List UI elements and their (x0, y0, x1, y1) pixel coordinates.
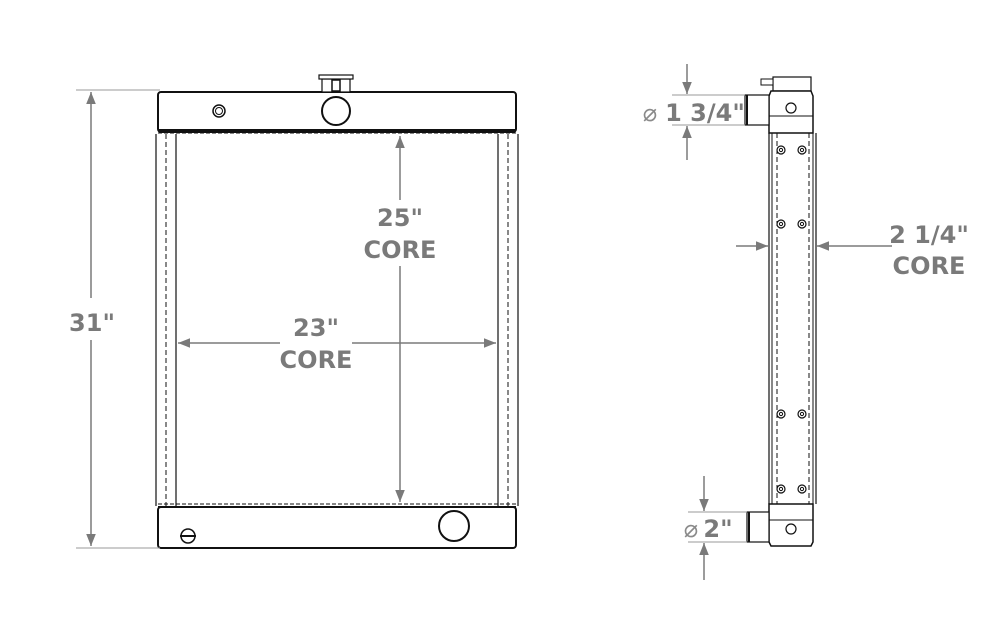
diameter-symbol-icon: ⌀ (684, 515, 698, 543)
overall-height-label: 31" (69, 309, 115, 337)
outlet-diameter-dimension: ⌀ 2" (684, 476, 747, 580)
drain-plug-icon (180, 528, 196, 544)
outlet-port-icon (438, 510, 470, 542)
inlet-diameter-dimension: ⌀ 1 3/4" (643, 64, 745, 160)
front-view: 31" 25" CORE 23" CORE (69, 74, 519, 549)
core-width-dimension: 23" CORE (178, 314, 496, 374)
core-width-label: CORE (280, 346, 353, 374)
left-side-rail (155, 134, 177, 506)
outlet-diameter-value: 2" (703, 515, 732, 543)
core-height-dimension: 25" CORE (364, 136, 437, 502)
overall-height-dimension: 31" (69, 89, 160, 549)
inlet-port-icon (321, 96, 351, 126)
small-port-icon (212, 104, 226, 118)
side-view: ⌀ 1 3/4" ⌀ 2" 2 1/4" CORE (643, 64, 969, 580)
core-height-label: CORE (364, 236, 437, 264)
core-height-value: 25" (377, 204, 423, 232)
inlet-hose-icon (744, 94, 770, 126)
filler-cap-icon (318, 74, 354, 93)
mounting-bolts (776, 145, 807, 494)
outlet-hose-icon (746, 511, 770, 543)
core-thickness-dimension: 2 1/4" CORE (736, 221, 969, 280)
core-width-value: 23" (293, 314, 339, 342)
inlet-diameter-value: 1 3/4" (665, 99, 745, 127)
core-thickness-value: 2 1/4" (889, 221, 969, 249)
core-thickness-label: CORE (893, 252, 966, 280)
right-side-rail (497, 134, 519, 506)
bottom-tank (157, 506, 517, 549)
diameter-symbol-icon: ⌀ (643, 99, 657, 127)
side-core (768, 133, 817, 504)
